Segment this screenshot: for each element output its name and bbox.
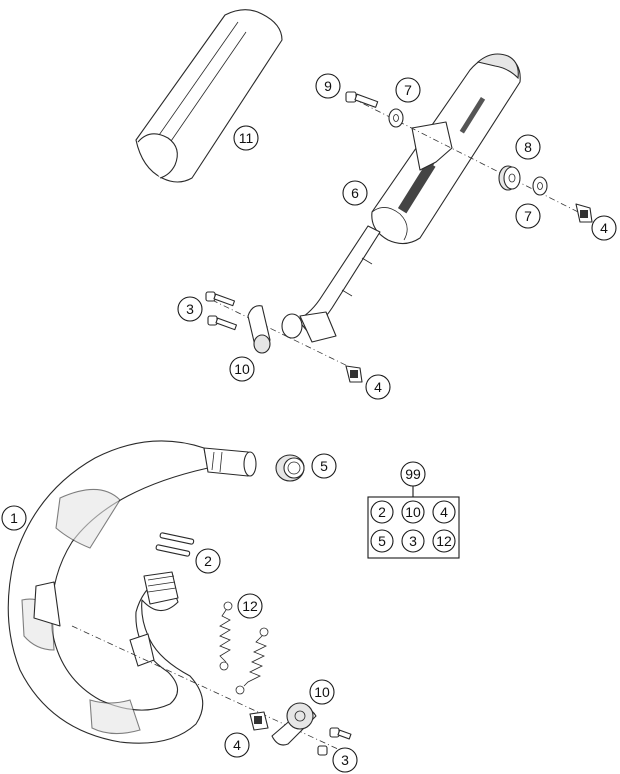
grommet-part <box>498 165 521 191</box>
kit-item-10: 10 <box>401 500 425 524</box>
svg-text:3: 3 <box>186 301 194 317</box>
kit-item-2: 2 <box>370 500 394 524</box>
svg-text:3: 3 <box>341 752 349 768</box>
svg-text:12: 12 <box>242 598 258 614</box>
callout-4-lower: 4 <box>224 732 250 758</box>
callout-11: 11 <box>233 125 259 151</box>
callout-7-upper: 7 <box>395 77 421 103</box>
kit-number-callout: 99 <box>400 461 426 487</box>
svg-text:5: 5 <box>378 533 386 549</box>
svg-text:2: 2 <box>204 553 212 569</box>
clip-nut-part <box>575 203 593 223</box>
callout-10-lower: 10 <box>309 679 335 705</box>
svg-text:7: 7 <box>404 82 412 98</box>
svg-text:11: 11 <box>239 130 254 146</box>
kit-item-12: 12 <box>432 529 456 553</box>
springs-part <box>219 601 269 695</box>
kit-99-group: 99 2 10 4 5 3 12 <box>367 461 460 559</box>
svg-text:10: 10 <box>234 361 250 377</box>
svg-text:5: 5 <box>320 458 328 474</box>
seal-ring-part <box>275 454 305 482</box>
svg-text:6: 6 <box>351 185 359 201</box>
svg-text:10: 10 <box>405 504 421 520</box>
svg-text:7: 7 <box>524 208 532 224</box>
screw-part <box>317 727 352 756</box>
callout-8: 8 <box>515 134 541 160</box>
silencer-part <box>281 53 521 343</box>
svg-text:4: 4 <box>233 737 241 753</box>
kit-item-4: 4 <box>432 500 456 524</box>
callout-9: 9 <box>315 73 341 99</box>
callout-10-upper: 10 <box>229 356 255 382</box>
kit-box <box>367 496 460 559</box>
washer-part <box>532 176 548 196</box>
svg-text:1: 1 <box>10 510 18 526</box>
callout-6: 6 <box>342 180 368 206</box>
callout-7-lower: 7 <box>515 203 541 229</box>
screw-part <box>205 291 238 331</box>
heat-sleeve-part <box>135 9 283 183</box>
svg-text:4: 4 <box>600 220 608 236</box>
exhaust-pipe-part <box>7 440 257 744</box>
svg-text:12: 12 <box>436 533 452 549</box>
callout-5: 5 <box>311 453 337 479</box>
callout-4-right: 4 <box>591 215 617 241</box>
callout-2: 2 <box>195 548 221 574</box>
callout-1: 1 <box>1 505 27 531</box>
svg-text:10: 10 <box>314 684 330 700</box>
clip-nut-part <box>345 365 363 383</box>
damper-bracket-part <box>247 305 271 354</box>
svg-text:99: 99 <box>405 466 421 482</box>
kit-item-5: 5 <box>370 529 394 553</box>
callout-12: 12 <box>237 593 263 619</box>
kit-item-3: 3 <box>401 529 425 553</box>
svg-text:9: 9 <box>324 78 332 94</box>
clip-nut-part <box>249 711 269 731</box>
svg-text:2: 2 <box>378 504 386 520</box>
svg-text:3: 3 <box>409 533 417 549</box>
svg-text:4: 4 <box>440 504 448 520</box>
svg-text:4: 4 <box>374 379 382 395</box>
washer-part <box>388 108 404 128</box>
damper-bracket-part <box>271 702 317 746</box>
rubber-strips-part <box>155 532 195 557</box>
bolt-part <box>345 91 379 108</box>
svg-text:8: 8 <box>524 139 532 155</box>
callout-4-mid: 4 <box>365 374 391 400</box>
callout-3-upper: 3 <box>177 296 203 322</box>
callout-3-lower: 3 <box>332 747 358 773</box>
